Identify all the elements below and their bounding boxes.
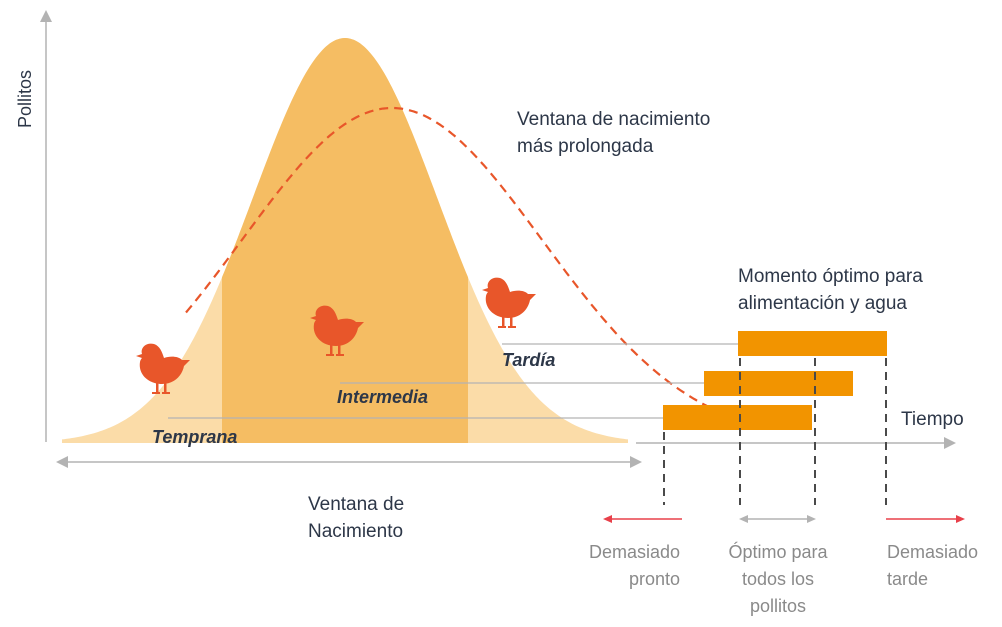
late-region-label: Tardía xyxy=(502,350,555,370)
early-feeding-bar xyxy=(663,405,812,430)
too-early-arrowhead xyxy=(603,515,612,523)
too-late-arrowhead xyxy=(956,515,965,523)
hatch-window-label-line1: Ventana de xyxy=(308,494,404,515)
optimal-moment-label-line2: alimentación y agua xyxy=(738,293,907,314)
hatch-window-arrow-right-head xyxy=(630,456,642,468)
optimal-moment-label-line1: Momento óptimo para xyxy=(738,266,923,287)
longer-window-label-line1: Ventana de nacimiento xyxy=(517,109,710,130)
hatch-window-arrow-left-head xyxy=(56,456,68,468)
y-axis-label: Pollitos xyxy=(15,70,35,128)
late-feeding-bar xyxy=(738,331,887,356)
x-axis-label: Tiempo xyxy=(901,409,964,430)
longer-window-label-line2: más prolongada xyxy=(517,136,654,157)
mid-feeding-bar xyxy=(704,371,853,396)
early-region-label: Temprana xyxy=(152,427,237,447)
mid-region-label: Intermedia xyxy=(337,387,428,407)
x-axis-arrowhead xyxy=(944,437,956,449)
optimal-arrowhead-left xyxy=(739,515,748,523)
optimal-label-line1: Óptimo para xyxy=(728,541,828,562)
optimal-label-line2: todos los xyxy=(742,569,814,589)
chick-icon-late xyxy=(482,277,536,328)
hatch-window-label-line2: Nacimiento xyxy=(308,521,403,542)
too-early-label-line2: pronto xyxy=(629,569,680,589)
optimal-label-line3: pollitos xyxy=(750,596,806,616)
too-late-label-line1: Demasiado xyxy=(887,542,978,562)
y-axis-arrowhead xyxy=(40,10,52,22)
too-early-label-line1: Demasiado xyxy=(589,542,680,562)
bell-curve-intermediate-area xyxy=(222,38,468,443)
too-late-label-line2: tarde xyxy=(887,569,928,589)
optimal-arrowhead-right xyxy=(807,515,816,523)
